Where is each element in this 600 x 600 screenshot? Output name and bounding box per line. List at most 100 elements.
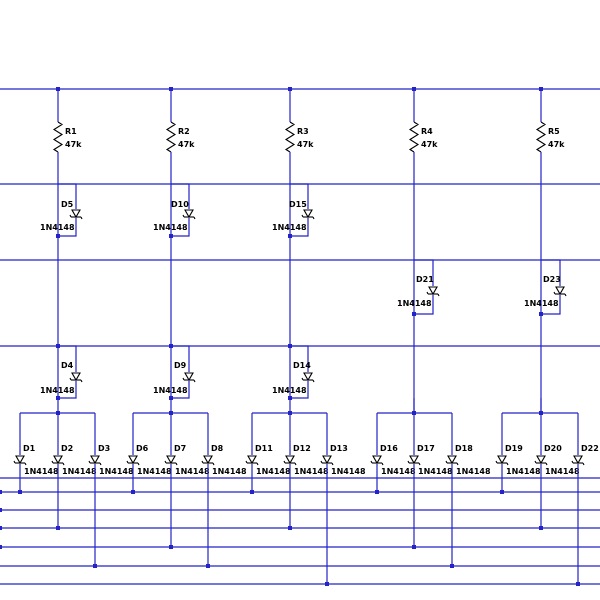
diode-triangle	[71, 372, 81, 382]
diode-bar-tip	[245, 460, 248, 464]
diode-triangle	[90, 455, 100, 465]
middle-diode-0	[69, 372, 83, 383]
diode-bar-tip	[456, 462, 459, 466]
junction-dot	[169, 234, 173, 238]
bottom-diode-5	[201, 455, 215, 466]
resistor-value-label: 47k	[297, 140, 314, 149]
diode-bar-tip	[88, 460, 91, 464]
diode-bar-tip	[80, 379, 83, 383]
upper-diode-3	[426, 286, 440, 297]
junction-dot	[412, 312, 416, 316]
wire	[58, 183, 77, 209]
diode-triangle	[447, 455, 457, 465]
junction-dot	[56, 526, 60, 530]
diode-bar-tip	[418, 462, 421, 466]
wire	[290, 218, 309, 237]
wire	[290, 345, 309, 372]
diode-bar-tip	[51, 460, 54, 464]
wire	[414, 259, 434, 286]
diode-bar-tip	[193, 379, 196, 383]
diode-part-label: 1N4148	[294, 467, 329, 476]
diode-part-label: 1N4148	[272, 223, 307, 232]
junction-dot	[500, 490, 504, 494]
junction-dot	[56, 344, 60, 348]
diode-bar-tip	[437, 293, 440, 297]
diode-triangle	[184, 209, 194, 219]
diode-bar-tip	[201, 460, 204, 464]
junction-dot	[288, 234, 292, 238]
wire	[290, 381, 309, 399]
junction-dot	[93, 564, 97, 568]
junction-dot	[206, 564, 210, 568]
junction-dot	[288, 526, 292, 530]
wire	[171, 381, 190, 399]
diode-bar-tip	[553, 291, 556, 295]
junction-dot	[539, 526, 543, 530]
diode-part-label: 1N4148	[40, 386, 75, 395]
wire	[171, 218, 190, 237]
diode-part-label: 1N4148	[99, 467, 134, 476]
junction-dot	[0, 526, 2, 530]
diode-triangle	[536, 455, 546, 465]
diode-bar-tip	[126, 460, 129, 464]
diode-bar-tip	[320, 460, 323, 464]
resistor-r5	[535, 121, 547, 153]
diode-bar-tip	[331, 462, 334, 466]
diode-bar-tip	[175, 462, 178, 466]
junction-dot	[0, 508, 2, 512]
diode-triangle	[428, 286, 438, 296]
diode-ref-label: D10	[171, 200, 189, 209]
resistor-value-label: 47k	[65, 140, 82, 149]
diode-bar-tip	[294, 462, 297, 466]
diode-part-label: 1N4148	[256, 467, 291, 476]
diode-bar-tip	[99, 462, 102, 466]
bottom-diode-6	[245, 455, 259, 466]
diode-triangle	[184, 372, 194, 382]
junction-dot	[450, 564, 454, 568]
diode-bar-tip	[534, 460, 537, 464]
resistor-r3	[284, 121, 296, 153]
upper-diode-4	[553, 286, 567, 297]
diode-bar-tip	[571, 460, 574, 464]
junction-dot	[56, 234, 60, 238]
diode-bar-tip	[564, 293, 567, 297]
diode-bar-tip	[69, 214, 72, 218]
diode-ref-label: D2	[61, 444, 73, 453]
diode-part-label: 1N4148	[153, 386, 188, 395]
resistor-ref-label: R1	[65, 127, 77, 136]
diode-triangle	[303, 209, 313, 219]
diode-bar-tip	[256, 462, 259, 466]
diode-bar-tip	[582, 462, 585, 466]
junction-dot	[131, 490, 135, 494]
junction-dot	[0, 545, 2, 549]
diode-part-label: 1N4148	[456, 467, 491, 476]
diode-bar-tip	[182, 214, 185, 218]
diode-triangle	[372, 455, 382, 465]
diode-bar-tip	[13, 460, 16, 464]
diode-triangle	[15, 455, 25, 465]
bottom-diode-2	[88, 455, 102, 466]
diode-ref-label: D18	[455, 444, 473, 453]
diode-ref-label: D11	[255, 444, 273, 453]
resistor-r1	[52, 121, 64, 153]
diode-ref-label: D3	[98, 444, 110, 453]
wire	[58, 345, 77, 372]
diode-bar-tip	[80, 216, 83, 220]
diode-triangle	[128, 455, 138, 465]
diode-ref-label: D22	[581, 444, 599, 453]
diode-bar-tip	[62, 462, 65, 466]
diode-part-label: 1N4148	[212, 467, 247, 476]
resistor-ref-label: R3	[297, 127, 309, 136]
diode-part-label: 1N4148	[24, 467, 59, 476]
resistor-value-label: 47k	[178, 140, 195, 149]
middle-diode-1	[182, 372, 196, 383]
junction-dot	[288, 344, 292, 348]
diode-bar-tip	[301, 377, 304, 381]
wire	[290, 183, 309, 209]
diode-bar-tip	[445, 460, 448, 464]
junction-dot	[576, 582, 580, 586]
diode-part-label: 1N4148	[175, 467, 210, 476]
diode-ref-label: D16	[380, 444, 398, 453]
diode-part-label: 1N4148	[331, 467, 366, 476]
